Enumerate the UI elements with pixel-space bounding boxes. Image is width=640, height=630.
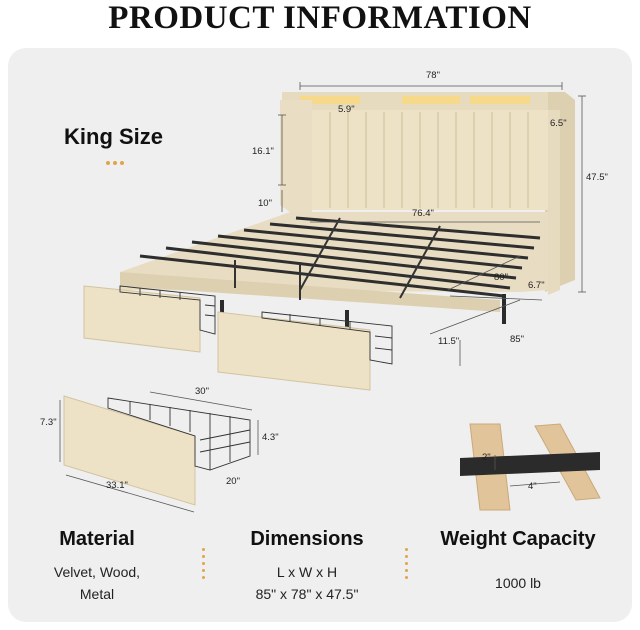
drawer-detail — [59, 391, 259, 513]
spec-dimensions-line2: 85" x 78" x 47.5" — [255, 586, 359, 602]
dim-slat-width: 4" — [528, 481, 537, 492]
drawer-left — [83, 285, 216, 353]
headboard — [280, 92, 575, 295]
dim-drawer-length: 33.1" — [106, 480, 128, 491]
spec-dimensions-line1: L x W x H — [276, 564, 338, 580]
spec-dimensions-heading: Dimensions — [250, 528, 364, 550]
dim-headboard-width: 78" — [426, 70, 440, 81]
dim-rail-height: 10" — [258, 198, 272, 209]
dim-side-rail: 6.7" — [528, 280, 545, 291]
dim-clearance: 11.5" — [438, 336, 460, 347]
size-label: King Size — [64, 124, 164, 149]
dim-headboard-panel: 16.1" — [252, 146, 274, 157]
dim-drawer-depth: 20" — [226, 476, 240, 487]
spec-weight-heading: Weight Capacity — [440, 528, 596, 550]
spec-material-line2: Metal — [79, 586, 115, 602]
dim-total-length: 85" — [510, 334, 524, 345]
spec-dimensions: Dimensions L x W x H 85" x 78" x 47.5" — [222, 528, 392, 605]
dim-inner-width: 76.4" — [412, 208, 434, 219]
divider-dots-right — [405, 548, 409, 583]
slat-detail — [460, 423, 601, 511]
dim-drawer-inner-height: 4.3" — [262, 432, 279, 443]
page-title: PRODUCT INFORMATION — [108, 0, 532, 36]
spec-material-line1: Velvet, Wood, — [53, 564, 141, 580]
dim-shelf-height: 5.9" — [338, 104, 355, 115]
dim-total-height: 47.5" — [586, 172, 608, 183]
divider-dots-left — [202, 548, 206, 583]
dim-inner-length: 80" — [494, 272, 508, 283]
bed-frame — [120, 212, 548, 334]
spec-weight-value: 1000 lb — [495, 575, 541, 591]
spec-weight-capacity: Weight Capacity 1000 lb — [428, 528, 608, 594]
spec-material: Material Velvet, Wood, Metal — [36, 528, 158, 605]
spec-material-heading: Material — [59, 528, 135, 550]
dim-shelf-depth: 6.5" — [550, 118, 567, 129]
dimension-lines — [278, 82, 586, 366]
dim-drawer-front-height: 7.3" — [40, 417, 57, 428]
dim-drawer-width: 30" — [195, 386, 209, 397]
dim-slat-thickness: 2" — [482, 452, 491, 463]
decorative-dots — [106, 152, 127, 170]
drawer-right — [217, 311, 393, 391]
